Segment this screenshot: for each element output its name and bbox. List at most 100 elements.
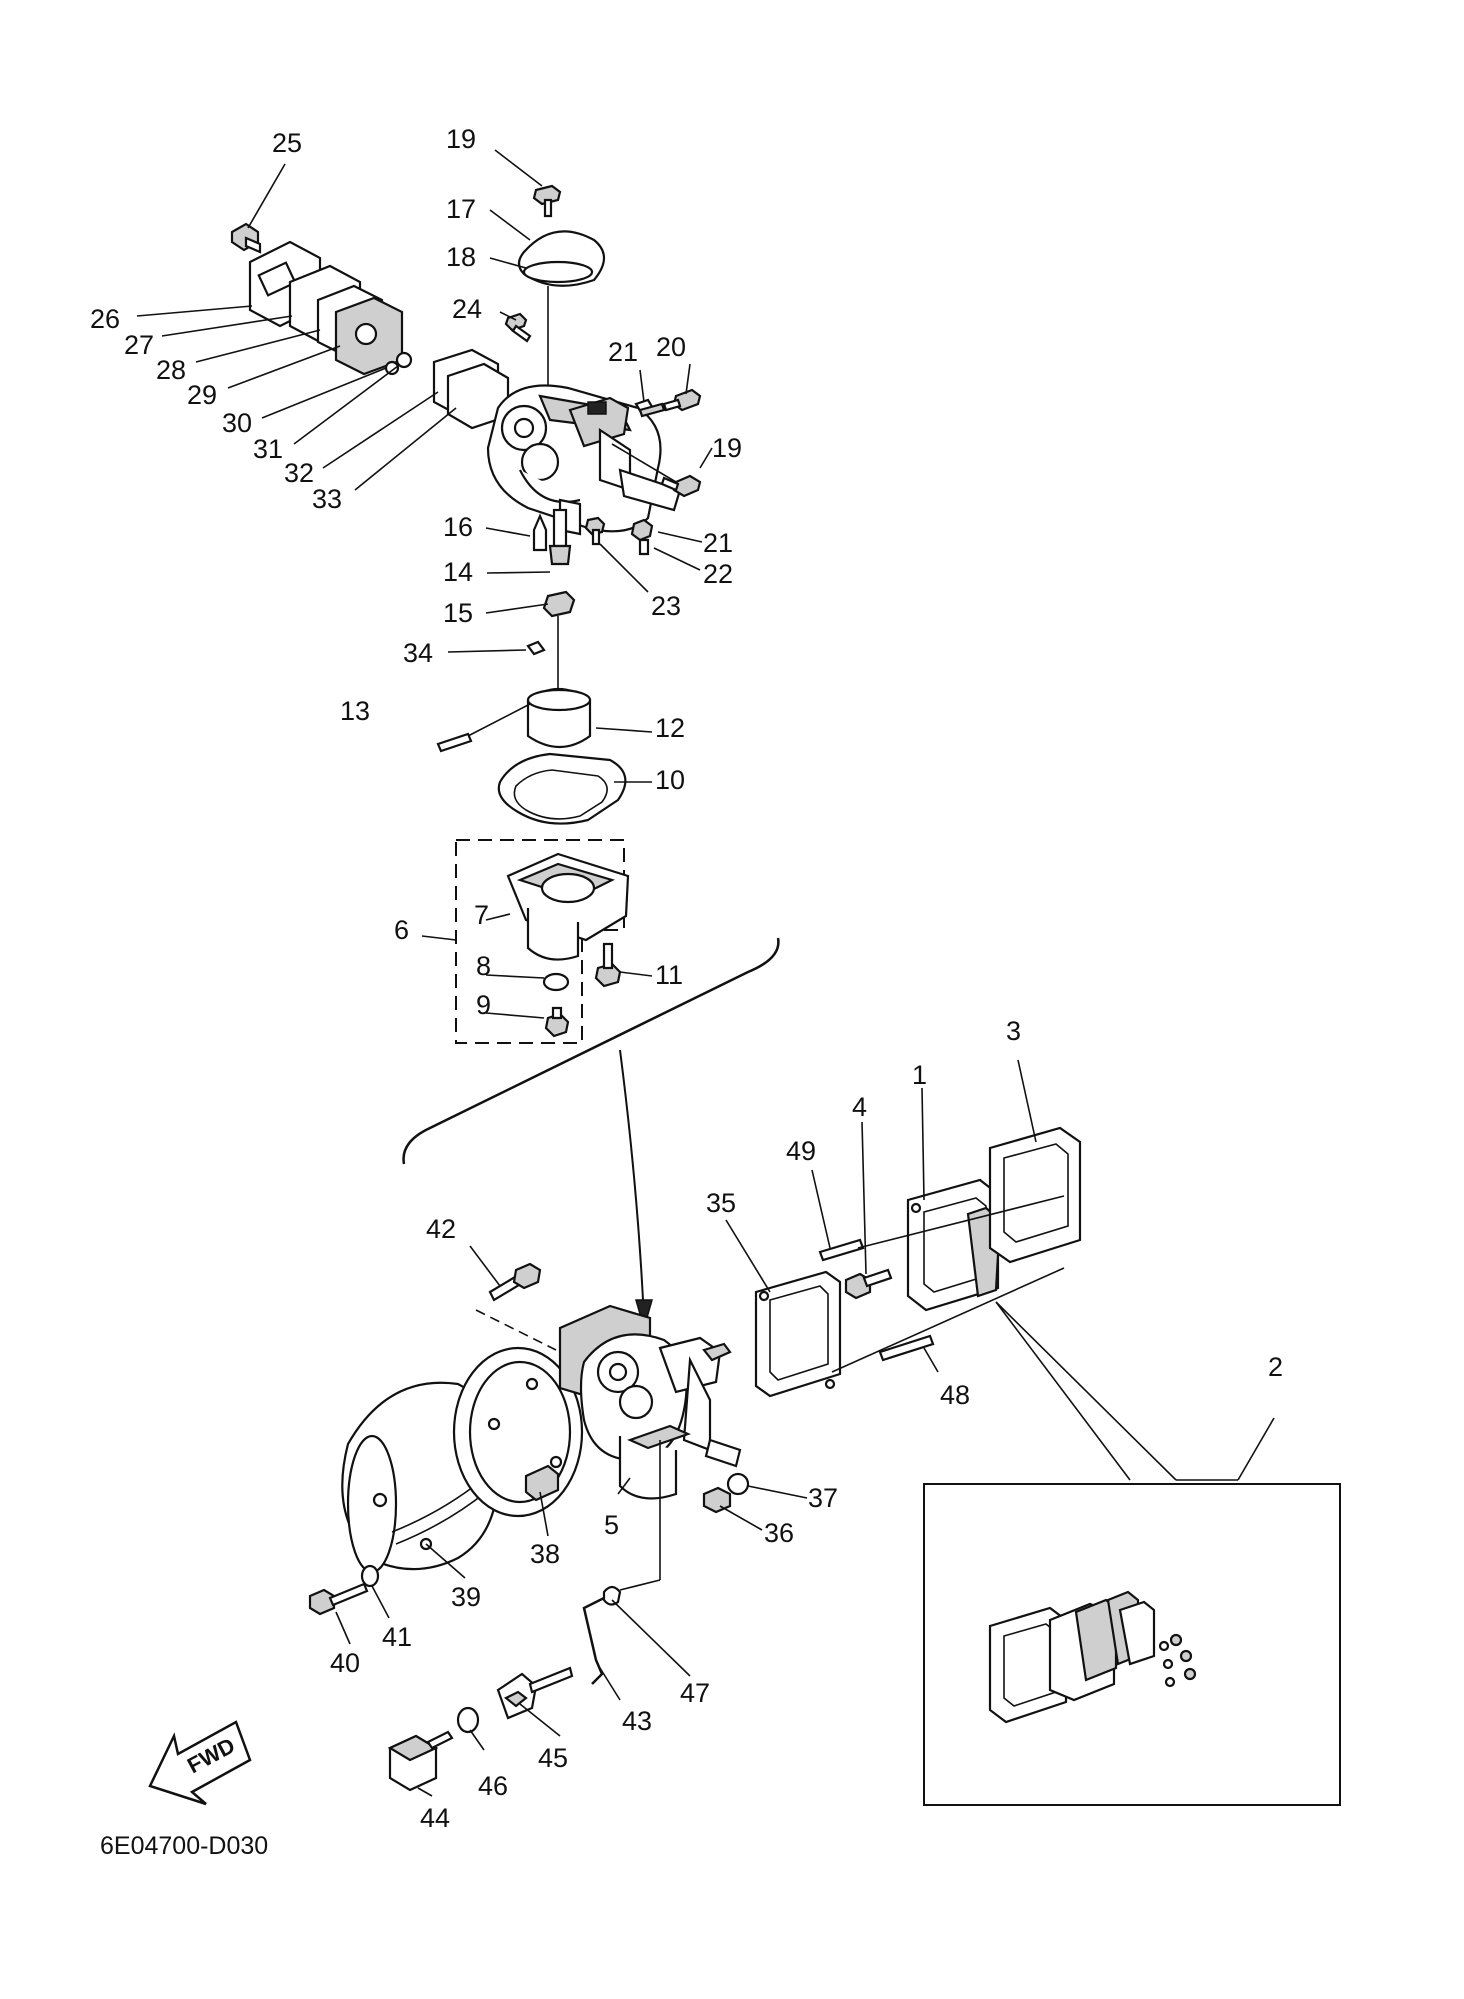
lower-assembly: FWD <box>148 1126 1341 1806</box>
callout-24: 24 <box>452 294 482 324</box>
callout-28: 28 <box>156 355 186 385</box>
callout-20: 20 <box>656 332 686 362</box>
part-42-screw <box>488 1262 542 1302</box>
callout-47: 47 <box>680 1678 710 1708</box>
part-48-stud <box>878 1334 935 1362</box>
part-15-holder <box>542 590 576 618</box>
callout-36: 36 <box>764 1518 794 1548</box>
callout-38: 38 <box>530 1539 560 1569</box>
part-14-jet <box>548 508 572 566</box>
part-16-needle <box>532 513 548 552</box>
callout-26: 26 <box>90 304 120 334</box>
callout-41: 41 <box>382 1622 412 1652</box>
part-19-side-screw <box>660 474 702 498</box>
callout-35: 35 <box>706 1188 736 1218</box>
callout-45: 45 <box>538 1743 568 1773</box>
part-12-float <box>526 688 592 748</box>
part-11-screw <box>594 942 622 988</box>
part-37-washer <box>726 1472 750 1496</box>
callout-10: 10 <box>655 765 685 795</box>
callout-43: 43 <box>622 1706 652 1736</box>
part-18-gasket <box>522 260 594 284</box>
callout-19b: 19 <box>712 433 742 463</box>
part-43-rod <box>582 1596 605 1685</box>
carburetor-body <box>486 384 682 536</box>
part-49-stud <box>818 1238 865 1262</box>
callout-49: 49 <box>786 1136 816 1166</box>
part-19-top-screw <box>532 184 562 218</box>
part-23-screw <box>584 516 606 546</box>
part-36-nut <box>702 1486 732 1514</box>
lower-leader-lines <box>335 1059 1037 1797</box>
part-9-screw <box>544 1006 570 1038</box>
callout-25: 25 <box>272 128 302 158</box>
part-24-screw <box>504 312 532 343</box>
callout-21b: 21 <box>703 528 733 558</box>
callout-7: 7 <box>474 900 489 930</box>
part-3-gasket <box>988 1126 1082 1264</box>
callout-31: 31 <box>253 434 283 464</box>
part-1-reed-valve <box>906 1178 1002 1312</box>
callout-23: 23 <box>651 591 681 621</box>
callout-1: 1 <box>912 1060 927 1090</box>
part-40-screw <box>308 1582 369 1616</box>
part-10-gasket <box>497 752 627 825</box>
part-4-bolt <box>844 1268 893 1300</box>
inset-reed-assembly <box>988 1590 1197 1724</box>
callout-19a: 19 <box>446 124 476 154</box>
part-21-lower <box>630 518 654 542</box>
callout-14: 14 <box>443 557 473 587</box>
part-38-case <box>452 1346 584 1518</box>
callout-11: 11 <box>655 960 683 990</box>
callout-15: 15 <box>443 598 473 628</box>
callout-48: 48 <box>940 1380 970 1410</box>
callout-29: 29 <box>187 380 217 410</box>
callout-labels: 1 2 3 4 5 6 7 8 9 10 11 12 13 14 15 16 1… <box>90 124 1283 1833</box>
part-21-upper <box>634 398 666 418</box>
callout-8: 8 <box>476 951 491 981</box>
callout-16: 16 <box>443 512 473 542</box>
callout-22: 22 <box>703 559 733 589</box>
callout-44: 44 <box>420 1803 450 1833</box>
part-25-screw <box>230 222 262 254</box>
carburetor-assembly-lower <box>558 1304 742 1500</box>
drawing-code: 6E04700-D030 <box>100 1832 268 1860</box>
part-41-washer <box>360 1564 380 1588</box>
callout-5: 5 <box>604 1510 619 1540</box>
part-35-gasket <box>754 1270 842 1398</box>
part-7-chamber <box>506 852 630 961</box>
callout-12: 12 <box>655 713 685 743</box>
part-2-inset-box <box>923 1483 1341 1806</box>
callout-30: 30 <box>222 408 252 438</box>
part-22-screw <box>638 538 650 556</box>
callout-9: 9 <box>476 990 491 1020</box>
fwd-arrow-icon: FWD <box>148 1720 252 1806</box>
callout-46: 46 <box>478 1771 508 1801</box>
callout-2: 2 <box>1268 1352 1283 1382</box>
callout-37: 37 <box>808 1483 838 1513</box>
callout-13: 13 <box>340 696 370 726</box>
callout-6: 6 <box>394 915 409 945</box>
callout-34: 34 <box>403 638 433 668</box>
part-45-lever <box>496 1666 574 1720</box>
callout-4: 4 <box>852 1092 867 1122</box>
part-47-clip <box>602 1585 622 1606</box>
part-8-washer <box>542 972 570 992</box>
part-20-screw <box>662 388 702 412</box>
part-34-clip <box>526 640 546 656</box>
upper-carburetor-assembly <box>230 184 702 1044</box>
part-13-pin <box>436 732 473 753</box>
callout-18: 18 <box>446 242 476 272</box>
callout-21a: 21 <box>608 337 638 367</box>
callout-27: 27 <box>124 330 154 360</box>
callout-42: 42 <box>426 1214 456 1244</box>
assembly-bracket <box>402 937 780 1331</box>
upper-leader-lines <box>136 149 713 1019</box>
part-30-valve <box>395 351 413 369</box>
part-44-knob <box>387 1730 454 1792</box>
callout-39: 39 <box>451 1582 481 1612</box>
part-46-washer <box>456 1706 480 1734</box>
callout-32: 32 <box>284 458 314 488</box>
callout-3: 3 <box>1006 1016 1021 1046</box>
callout-17: 17 <box>446 194 476 224</box>
